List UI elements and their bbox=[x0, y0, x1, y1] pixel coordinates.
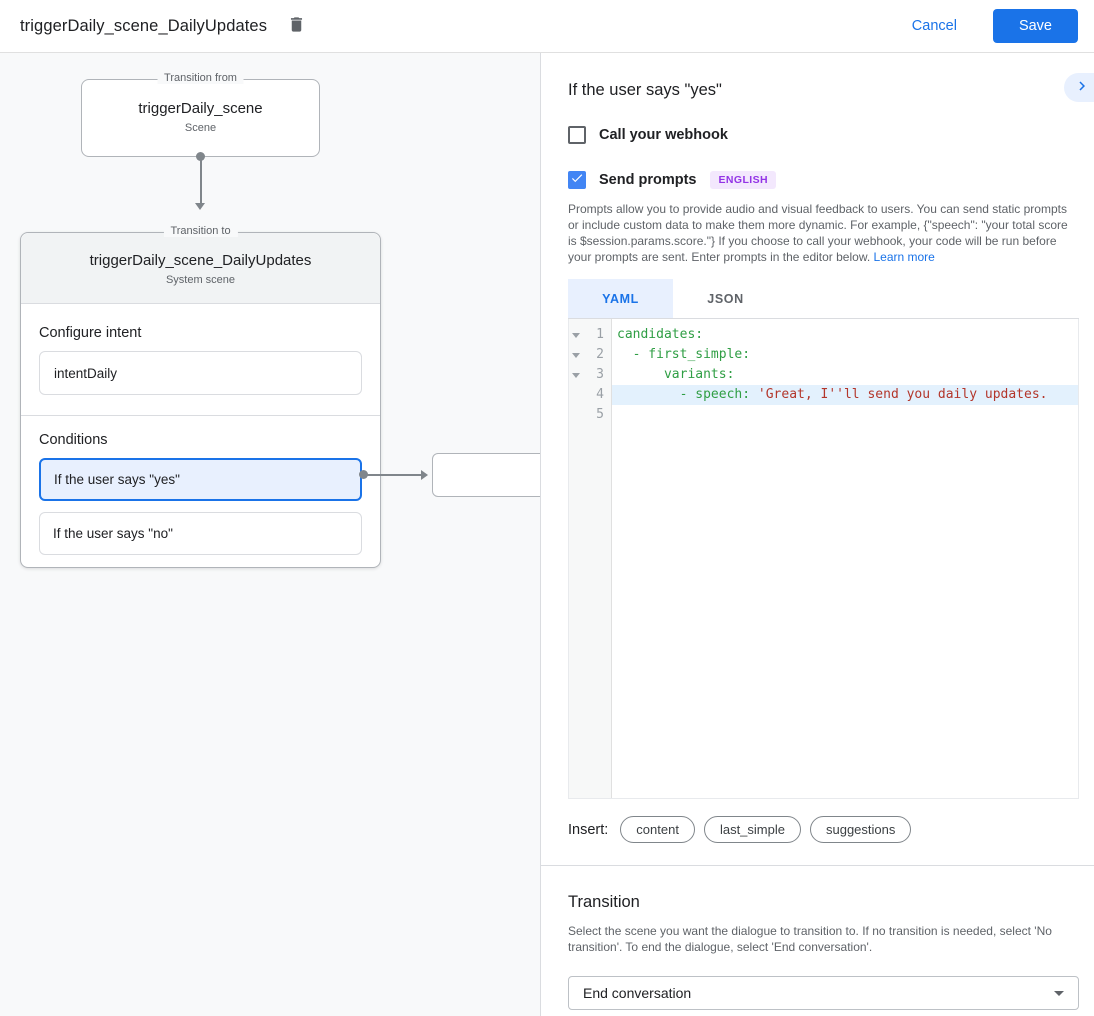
prompts-description-text: Prompts allow you to provide audio and v… bbox=[568, 202, 1068, 264]
fold-arrow-icon[interactable] bbox=[572, 333, 580, 338]
learn-more-link[interactable]: Learn more bbox=[873, 250, 934, 264]
code-line bbox=[612, 405, 1078, 425]
to-scene-subtitle: System scene bbox=[21, 274, 380, 286]
trash-icon bbox=[287, 15, 306, 37]
insert-chip-content[interactable]: content bbox=[620, 816, 695, 843]
condition-item-no[interactable]: If the user says "no" bbox=[39, 512, 362, 555]
tab-yaml[interactable]: YAML bbox=[568, 279, 673, 318]
call-webhook-checkbox[interactable] bbox=[568, 126, 586, 144]
prompts-description: Prompts allow you to provide audio and v… bbox=[568, 201, 1076, 265]
conditions-label: Conditions bbox=[39, 432, 362, 448]
configure-intent-label: Configure intent bbox=[39, 325, 362, 341]
code-line: candidates: bbox=[612, 325, 1078, 345]
to-scene-header[interactable]: triggerDaily_scene_DailyUpdates System s… bbox=[21, 233, 380, 304]
line-number: 5 bbox=[596, 407, 604, 422]
condition-editor-panel: If the user says "yes" Call your webhook… bbox=[541, 53, 1094, 1016]
line-number: 1 bbox=[596, 327, 604, 342]
condition-item-yes[interactable]: If the user says "yes" bbox=[39, 458, 362, 501]
check-icon bbox=[570, 171, 584, 190]
transition-to-legend: Transition to bbox=[163, 225, 237, 237]
send-prompts-label: Send prompts bbox=[599, 172, 696, 188]
line-number: 4 bbox=[596, 387, 604, 402]
divider bbox=[21, 415, 380, 416]
condition-label: If the user says "no" bbox=[53, 526, 173, 541]
chevron-right-icon bbox=[1073, 77, 1091, 98]
editor-format-tabs: YAML JSON bbox=[568, 279, 1079, 319]
code-line-highlighted: - speech: 'Great, I''ll send you daily u… bbox=[612, 385, 1078, 405]
transition-from-legend: Transition from bbox=[157, 72, 244, 84]
fold-arrow-icon[interactable] bbox=[572, 353, 580, 358]
send-prompts-checkbox-row: Send prompts ENGLISH bbox=[568, 171, 1079, 189]
gutter-line: 4 bbox=[569, 385, 611, 405]
topbar: triggerDaily_scene_DailyUpdates Cancel S… bbox=[0, 0, 1094, 53]
line-number: 3 bbox=[596, 367, 604, 382]
fold-arrow-icon[interactable] bbox=[572, 373, 580, 378]
transition-description: Select the scene you want the dialogue t… bbox=[568, 923, 1073, 955]
yaml-key: - speech: bbox=[617, 387, 758, 402]
insert-label: Insert: bbox=[568, 822, 608, 838]
transition-section-title: Transition bbox=[568, 893, 1079, 912]
intent-item[interactable]: intentDaily bbox=[39, 351, 362, 395]
yaml-key: candidates: bbox=[617, 327, 703, 342]
tab-json[interactable]: JSON bbox=[673, 279, 778, 318]
gutter-line: 1 bbox=[569, 325, 611, 345]
dropdown-arrow-icon bbox=[1054, 991, 1064, 996]
transition-from-node[interactable]: Transition from triggerDaily_scene Scene bbox=[81, 79, 320, 157]
yaml-key: variants: bbox=[617, 367, 734, 382]
gutter-line: 5 bbox=[569, 405, 611, 425]
call-webhook-label: Call your webhook bbox=[599, 127, 728, 143]
arrow-line-vertical bbox=[200, 159, 202, 205]
send-prompts-checkbox[interactable] bbox=[568, 171, 586, 189]
intent-name: intentDaily bbox=[54, 366, 117, 381]
cancel-button[interactable]: Cancel bbox=[904, 12, 965, 40]
delete-scene-button[interactable] bbox=[283, 13, 309, 39]
transition-dropdown-value: End conversation bbox=[583, 985, 691, 1001]
panel-title: If the user says "yes" bbox=[568, 81, 1079, 100]
gutter-line: 2 bbox=[569, 345, 611, 365]
scene-flow-canvas: Transition from triggerDaily_scene Scene… bbox=[0, 53, 541, 1016]
to-scene-body: Configure intent intentDaily Conditions … bbox=[21, 325, 380, 555]
code-line: - first_simple: bbox=[612, 345, 1078, 365]
prompt-code-editor[interactable]: 1 2 3 4 5 candidates: - first_simple: va… bbox=[568, 319, 1079, 799]
insert-chip-suggestions[interactable]: suggestions bbox=[810, 816, 911, 843]
page-title: triggerDaily_scene_DailyUpdates bbox=[20, 17, 267, 36]
transition-to-node: Transition to triggerDaily_scene_DailyUp… bbox=[20, 232, 381, 568]
transition-dropdown[interactable]: End conversation bbox=[568, 976, 1079, 1010]
arrow-right-icon bbox=[421, 470, 428, 480]
save-button[interactable]: Save bbox=[993, 9, 1078, 43]
transition-target-node[interactable] bbox=[432, 453, 541, 497]
condition-label: If the user says "yes" bbox=[54, 472, 180, 487]
webhook-checkbox-row: Call your webhook bbox=[568, 126, 1079, 144]
insert-row: Insert: content last_simple suggestions bbox=[568, 816, 1079, 843]
main-content: Transition from triggerDaily_scene Scene… bbox=[0, 53, 1094, 1016]
gutter-line: 3 bbox=[569, 365, 611, 385]
collapse-panel-button[interactable] bbox=[1064, 73, 1094, 102]
arrow-line-horizontal bbox=[366, 474, 422, 476]
yaml-string: 'Great, I''ll send you daily updates. bbox=[758, 387, 1048, 402]
yaml-key: - first_simple: bbox=[617, 347, 750, 362]
insert-chip-last-simple[interactable]: last_simple bbox=[704, 816, 801, 843]
line-number: 2 bbox=[596, 347, 604, 362]
divider bbox=[541, 865, 1094, 866]
code-line: variants: bbox=[612, 365, 1078, 385]
editor-code-area[interactable]: candidates: - first_simple: variants: - … bbox=[612, 319, 1078, 798]
to-scene-title: triggerDaily_scene_DailyUpdates bbox=[21, 233, 380, 269]
from-scene-subtitle: Scene bbox=[82, 122, 319, 134]
arrow-down-icon bbox=[195, 203, 205, 210]
editor-gutter: 1 2 3 4 5 bbox=[569, 319, 612, 798]
from-scene-title: triggerDaily_scene bbox=[82, 100, 319, 117]
language-badge: ENGLISH bbox=[710, 171, 775, 189]
